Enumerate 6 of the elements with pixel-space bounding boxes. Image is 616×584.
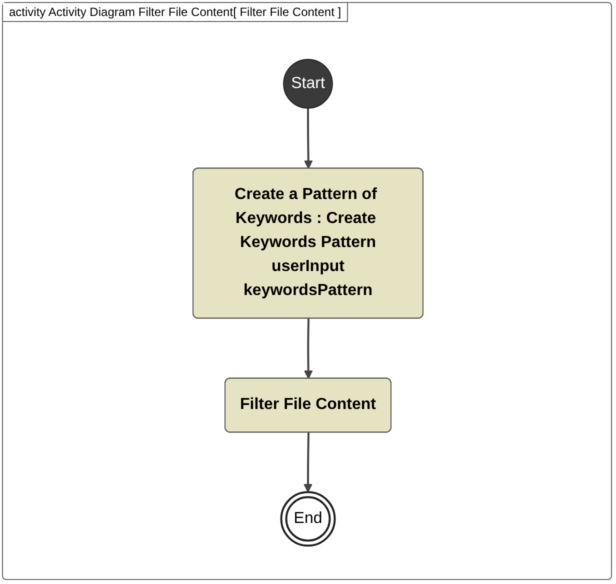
diagram-title: activity Activity Diagram Filter File Content[ Filter File Content ] — [3, 3, 348, 22]
arrow — [304, 432, 312, 493]
node-circle: Start — [283, 58, 333, 109]
arrow — [304, 108, 313, 170]
node-circle: End — [280, 491, 336, 547]
arrow — [304, 318, 313, 380]
